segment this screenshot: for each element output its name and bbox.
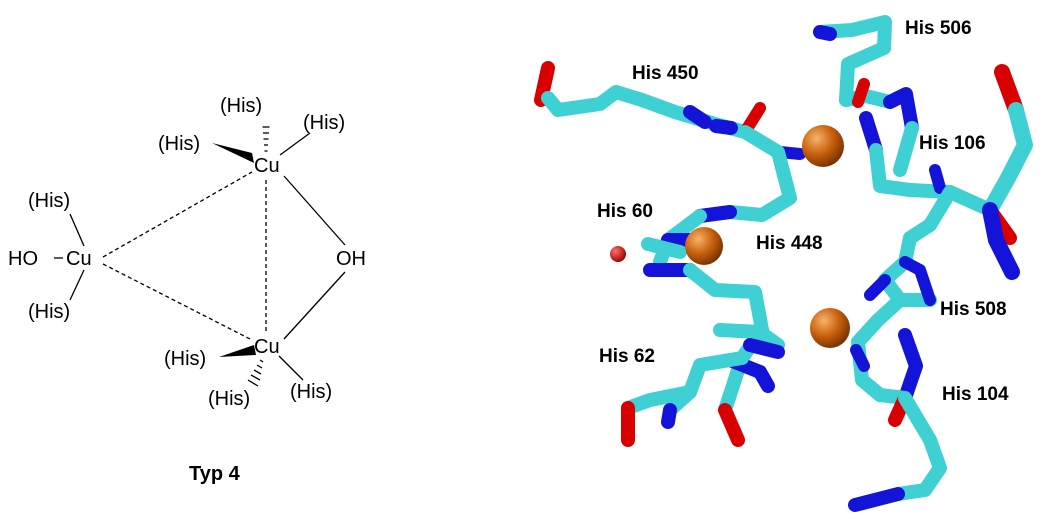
atom-oh-bridge: OH [336,248,366,270]
dashed-bond-cu-left-cu-bottom [102,263,253,341]
bond-cu-top-oh [283,175,346,246]
residue-his-60-62-sticks [621,237,785,447]
residue-his-106-sticks [903,64,1033,280]
copper-site-scheme: Cu Cu Cu OH HO (His) (His) (His) (His) (… [8,95,366,485]
ligand-his-bottom-down: (His) [208,388,250,410]
ligand-his-top-left: (His) [158,133,200,155]
ligand-his-left-down: (His) [28,301,70,323]
residue-labels: His 506 His 450 His 106 His 60 His 448 H… [597,18,1009,405]
label-his-506: His 506 [905,18,972,39]
ligand-his-bottom-left: (His) [164,348,206,370]
ligand-his-bottom-right: (His) [290,381,332,403]
label-his-448: His 448 [756,233,823,254]
residue-his-508-sticks [864,231,937,327]
bond-oh-cu-bottom [283,271,346,340]
hashed-wedge-bottom [247,359,264,387]
bond-cu-left-his-up [69,213,85,247]
label-his-106: His 106 [919,133,986,154]
bond-cu-left-his-down [69,269,85,301]
label-his-60: His 60 [597,201,653,222]
copper-ion-left [685,227,723,265]
bond-cu-bottom-his-right [278,355,304,381]
scheme-caption: Typ 4 [189,463,241,485]
dashed-bond-cu-left-cu-top [102,171,253,258]
atom-oh-terminal: HO [8,248,38,270]
hashed-wedge-top [262,126,270,152]
solid-wedge-bottom-left [219,345,256,357]
bond-cu-top-his-right [279,132,311,156]
atom-cu-left: Cu [66,248,92,270]
water-oxygen [610,246,626,262]
ligand-his-top-up: (His) [220,95,262,117]
atom-cu-bottom: Cu [254,336,280,358]
protein-stick-model [534,15,1033,512]
label-his-62: His 62 [599,346,655,367]
label-his-450: His 450 [632,63,699,84]
ligand-his-top-right: (His) [303,112,345,134]
label-his-104: His 104 [942,384,1009,405]
copper-ion-bottom [810,308,850,348]
copper-ion-top [802,125,844,167]
ligand-his-left-up: (His) [28,190,70,212]
residue-his-104-sticks [848,313,947,512]
atom-cu-top: Cu [254,155,280,177]
solid-wedge-top-left [212,143,254,163]
residue-his-506-sticks [813,15,919,197]
label-his-508: His 508 [940,299,1007,320]
